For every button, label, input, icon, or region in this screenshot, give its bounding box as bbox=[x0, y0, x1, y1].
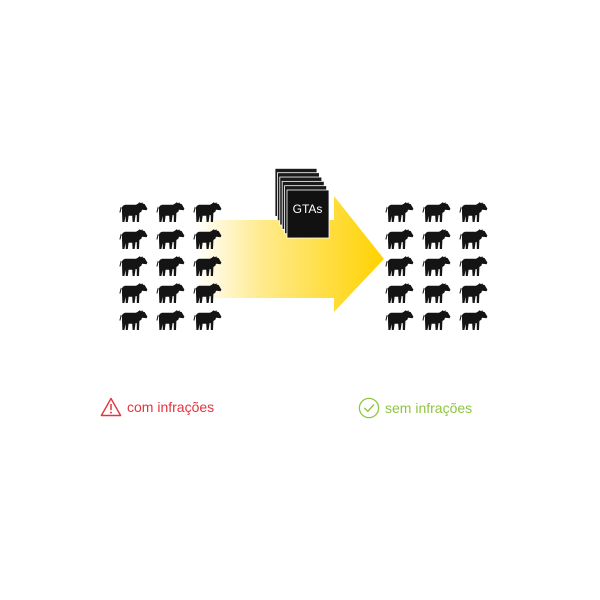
legend-without-infractions: sem infrações bbox=[358, 397, 472, 419]
right-herd bbox=[385, 202, 488, 330]
right-herd-cow-icon bbox=[422, 310, 451, 330]
left-herd-cow-icon bbox=[119, 229, 148, 249]
left-herd-cow-icon bbox=[119, 310, 148, 330]
right-herd-cow-icon bbox=[422, 229, 451, 249]
right-herd-cow-icon bbox=[385, 310, 414, 330]
left-herd-cow-icon bbox=[156, 202, 185, 222]
gta-label: GTAs bbox=[293, 202, 323, 216]
left-herd-cow-icon bbox=[156, 283, 185, 303]
gta-document-stack bbox=[274, 167, 330, 239]
right-herd-cow-icon bbox=[385, 229, 414, 249]
right-herd-cow-icon bbox=[459, 310, 488, 330]
right-herd-cow-icon bbox=[385, 256, 414, 276]
right-herd-cow-icon bbox=[385, 283, 414, 303]
left-herd-cow-icon bbox=[119, 256, 148, 276]
left-herd-cow-icon bbox=[193, 202, 222, 222]
check-circle-icon bbox=[358, 397, 380, 419]
right-herd-cow-icon bbox=[459, 256, 488, 276]
left-herd-cow-icon bbox=[156, 256, 185, 276]
gta-document-sheet bbox=[286, 189, 330, 239]
left-herd-cow-icon bbox=[119, 202, 148, 222]
right-herd-cow-icon bbox=[422, 283, 451, 303]
left-herd-cow-icon bbox=[193, 310, 222, 330]
left-herd-cow-icon bbox=[156, 229, 185, 249]
right-herd-cow-icon bbox=[385, 202, 414, 222]
warning-triangle-icon bbox=[100, 397, 122, 417]
right-herd-cow-icon bbox=[459, 202, 488, 222]
legend-without-infractions-label: sem infrações bbox=[385, 400, 473, 416]
right-herd-cow-icon bbox=[459, 283, 488, 303]
left-herd-cow-icon bbox=[119, 283, 148, 303]
right-herd-cow-icon bbox=[459, 229, 488, 249]
right-herd-cow-icon bbox=[422, 256, 451, 276]
legend-with-infractions: com infrações bbox=[100, 397, 214, 417]
right-herd-cow-icon bbox=[422, 202, 451, 222]
legend-with-infractions-label: com infrações bbox=[127, 399, 215, 415]
left-herd-cow-icon bbox=[156, 310, 185, 330]
flow-arrow bbox=[196, 196, 384, 312]
